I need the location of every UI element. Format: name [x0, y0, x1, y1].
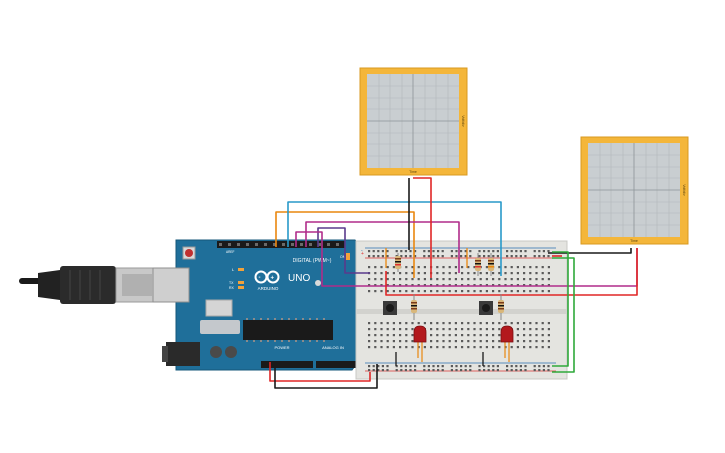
reset-button[interactable]: [182, 246, 196, 260]
label-l: L: [232, 267, 235, 272]
scope-1-axis-label: Volt/div: [461, 115, 465, 127]
svg-text:-: -: [259, 275, 261, 281]
aref-label: AREF: [226, 250, 235, 254]
capacitor: [225, 346, 237, 358]
led-indicators: L TX RX ON: [229, 253, 350, 290]
resistor[interactable]: [498, 294, 504, 320]
power-header[interactable]: [261, 361, 313, 368]
arduino-brand: ARDUINO: [258, 286, 279, 291]
wire-green-rail-2[interactable]: [552, 257, 575, 373]
rail-minus-label: -: [361, 248, 363, 254]
power-header-label: POWER: [274, 345, 289, 350]
label-on: ON: [340, 255, 346, 259]
scope-1-time-label: Time: [409, 170, 417, 174]
arduino-logo: - + ARDUINO: [254, 270, 280, 291]
arduino-uno-board[interactable]: DIGITAL (PWM~) AREF L TX RX ON - + ARDUI…: [152, 239, 359, 371]
wires[interactable]: [269, 177, 638, 389]
rail-plus-label: +: [361, 251, 364, 257]
capacitor: [210, 346, 222, 358]
voltage-regulator: [205, 299, 233, 317]
usb-cable[interactable]: [19, 266, 159, 304]
label-rx: RX: [229, 286, 235, 290]
resistor[interactable]: [475, 253, 481, 276]
center-channel: [356, 309, 567, 314]
wire-red-5v[interactable]: [269, 362, 371, 382]
oscilloscope-1[interactable]: Volt/div Time: [359, 67, 468, 176]
analog-header-label: ANALOG IN: [322, 345, 344, 350]
wire-blue[interactable]: [287, 201, 502, 276]
led-red[interactable]: [500, 325, 514, 362]
wire-red-scope1[interactable]: [413, 177, 432, 278]
svg-text:+: +: [271, 276, 275, 282]
wire-green-rail-1[interactable]: [552, 251, 569, 367]
usb-port: [152, 267, 190, 303]
wire-black-scope2[interactable]: [548, 248, 632, 254]
wire-red-scope2[interactable]: [385, 248, 638, 296]
power-jack: [166, 342, 200, 366]
jumper-wires-short[interactable]: [385, 248, 484, 366]
crystal: [200, 320, 240, 334]
digital-header-label: DIGITAL (PWM~): [293, 258, 332, 264]
mount-hole: [315, 280, 321, 286]
resistor[interactable]: [411, 294, 417, 320]
uno-label: UNO: [288, 273, 310, 284]
scope-2-axis-label: Volt/div: [682, 184, 686, 196]
resistor[interactable]: [395, 253, 401, 272]
pushbutton[interactable]: [479, 301, 493, 315]
wire-black-gnd[interactable]: [274, 362, 378, 389]
label-tx: TX: [229, 281, 234, 285]
scope-2-time-label: Time: [630, 239, 638, 243]
wire-orange[interactable]: [275, 211, 415, 278]
oscilloscope-2[interactable]: Volt/div Time: [580, 136, 689, 245]
wire-magenta[interactable]: [305, 221, 460, 273]
resistor[interactable]: [488, 253, 494, 276]
atmega-chip: [243, 320, 333, 340]
pushbutton[interactable]: [383, 301, 397, 315]
analog-header[interactable]: [316, 361, 356, 368]
wire-purple[interactable]: [317, 227, 370, 274]
digital-header[interactable]: [217, 241, 345, 248]
led-red[interactable]: [413, 325, 427, 362]
